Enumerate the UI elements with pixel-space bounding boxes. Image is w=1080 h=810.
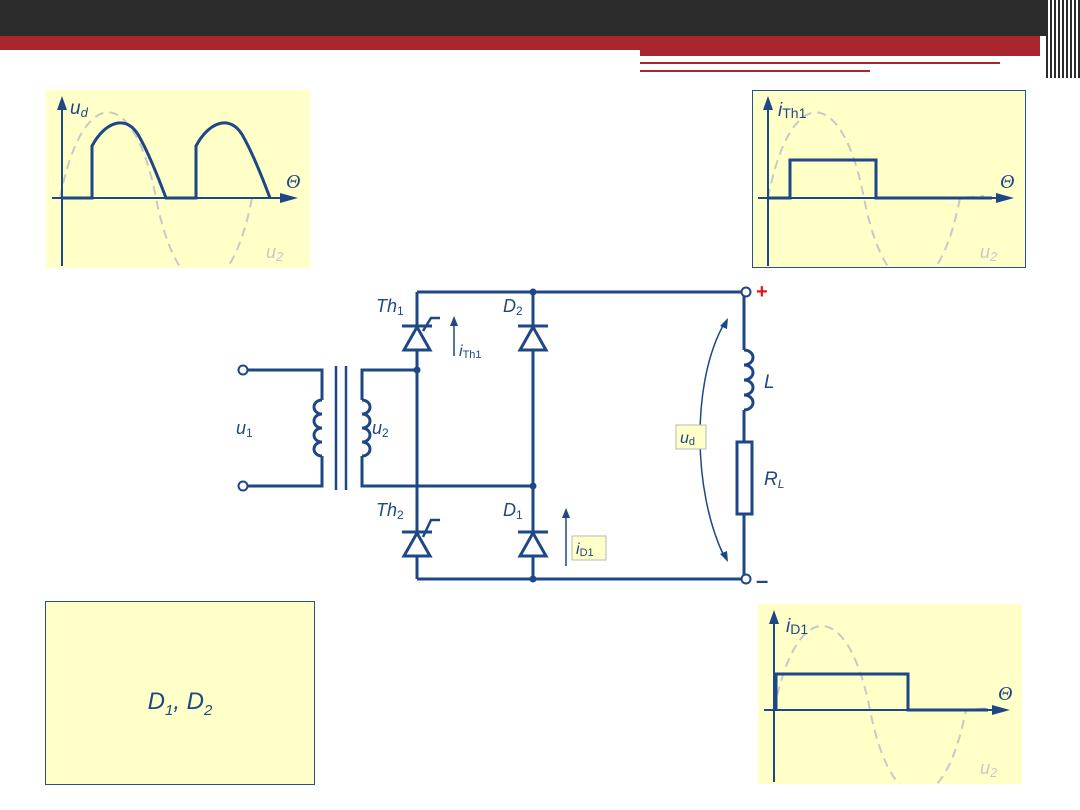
diode-d2 xyxy=(517,323,549,352)
d2-label: D2 xyxy=(503,296,523,318)
id1-current-arrow xyxy=(562,508,570,566)
resistor-RL xyxy=(735,440,754,516)
secondary-coil xyxy=(361,398,372,458)
primary-wire-top xyxy=(248,368,324,400)
secondary-wire-bottom xyxy=(360,456,533,488)
axis-label: iD1 xyxy=(786,616,808,637)
x-axis-arrow xyxy=(280,193,298,203)
minus-sign: – xyxy=(756,568,768,593)
ghost-label: u2 xyxy=(980,242,998,264)
ith1-waveform xyxy=(768,158,992,200)
inductor-label: L xyxy=(764,372,775,393)
primary-coil xyxy=(312,398,323,458)
x-axis-label: Θ xyxy=(1000,171,1014,193)
x-axis-arrow xyxy=(996,193,1014,203)
panel-id1-waveform: iD1 Θ u2 xyxy=(758,604,1022,784)
junction-dot xyxy=(529,288,537,296)
title-bar xyxy=(0,0,1080,36)
accent-line-short xyxy=(640,70,870,72)
id1-label: iD1 xyxy=(576,541,594,559)
plus-sign: + xyxy=(756,281,768,303)
accent-line xyxy=(640,62,1000,64)
junction-dot xyxy=(529,575,537,583)
ud-waveform-plot: ud Θ u2 xyxy=(52,96,300,268)
u2-label: u2 xyxy=(372,418,389,440)
x-axis-label: Θ xyxy=(286,171,300,193)
diode-d1 xyxy=(517,529,549,558)
thyristor-th1 xyxy=(401,316,440,352)
ith1-waveform-plot: iTh1 Θ u2 xyxy=(752,90,1026,268)
th1-label: Th1 xyxy=(376,296,404,318)
input-terminal-bottom xyxy=(237,480,249,492)
u2-ghost-wave xyxy=(773,625,991,784)
axis-label: iTh1 xyxy=(778,100,807,121)
input-terminal-top xyxy=(237,364,249,376)
id1-label-box xyxy=(571,535,607,561)
inductor-L xyxy=(743,348,755,412)
y-axis-arrow xyxy=(57,96,67,110)
corner-stripes xyxy=(1046,0,1080,78)
corner-gap xyxy=(1040,36,1046,56)
y-axis-arrow xyxy=(769,610,779,624)
id1-waveform-plot: iD1 Θ u2 xyxy=(764,610,1012,784)
ghost-label: u2 xyxy=(266,242,284,264)
conducting-devices-text: D1, D2 xyxy=(147,688,213,719)
axis-label: ud xyxy=(70,98,89,120)
accent-bar-lower xyxy=(640,50,1040,56)
th2-label: Th2 xyxy=(376,500,404,522)
id1-waveform xyxy=(774,672,988,712)
x-axis-arrow xyxy=(992,705,1010,715)
panel-ud-waveform: ud Θ u2 xyxy=(46,90,310,268)
secondary-wire-top xyxy=(360,368,417,400)
accent-bar xyxy=(0,36,1040,50)
junction-dot xyxy=(529,482,537,490)
u2-ghost-wave xyxy=(767,111,985,268)
ud-label: ud xyxy=(680,430,695,448)
ith1-current-arrow xyxy=(450,316,458,356)
u2-ghost-wave xyxy=(59,111,253,268)
u1-label: u1 xyxy=(236,418,253,440)
ith1-label: iTh1 xyxy=(459,343,482,361)
ghost-label: u2 xyxy=(980,758,998,780)
output-terminal-minus xyxy=(740,573,752,585)
panel-ith1-waveform: iTh1 Θ u2 xyxy=(752,90,1026,268)
primary-wire-bottom xyxy=(248,456,324,488)
thyristor-th2 xyxy=(401,518,440,558)
resistor-label: RL xyxy=(764,469,784,491)
junction-dot xyxy=(413,366,421,374)
y-axis-arrow xyxy=(763,96,773,110)
ud-waveform xyxy=(62,121,272,200)
panel-conducting-devices: D1, D2 xyxy=(45,601,315,785)
ud-label-box xyxy=(675,424,707,450)
output-terminal-plus xyxy=(740,286,752,298)
x-axis-label: Θ xyxy=(998,683,1012,705)
d1-label: D1 xyxy=(503,500,523,522)
